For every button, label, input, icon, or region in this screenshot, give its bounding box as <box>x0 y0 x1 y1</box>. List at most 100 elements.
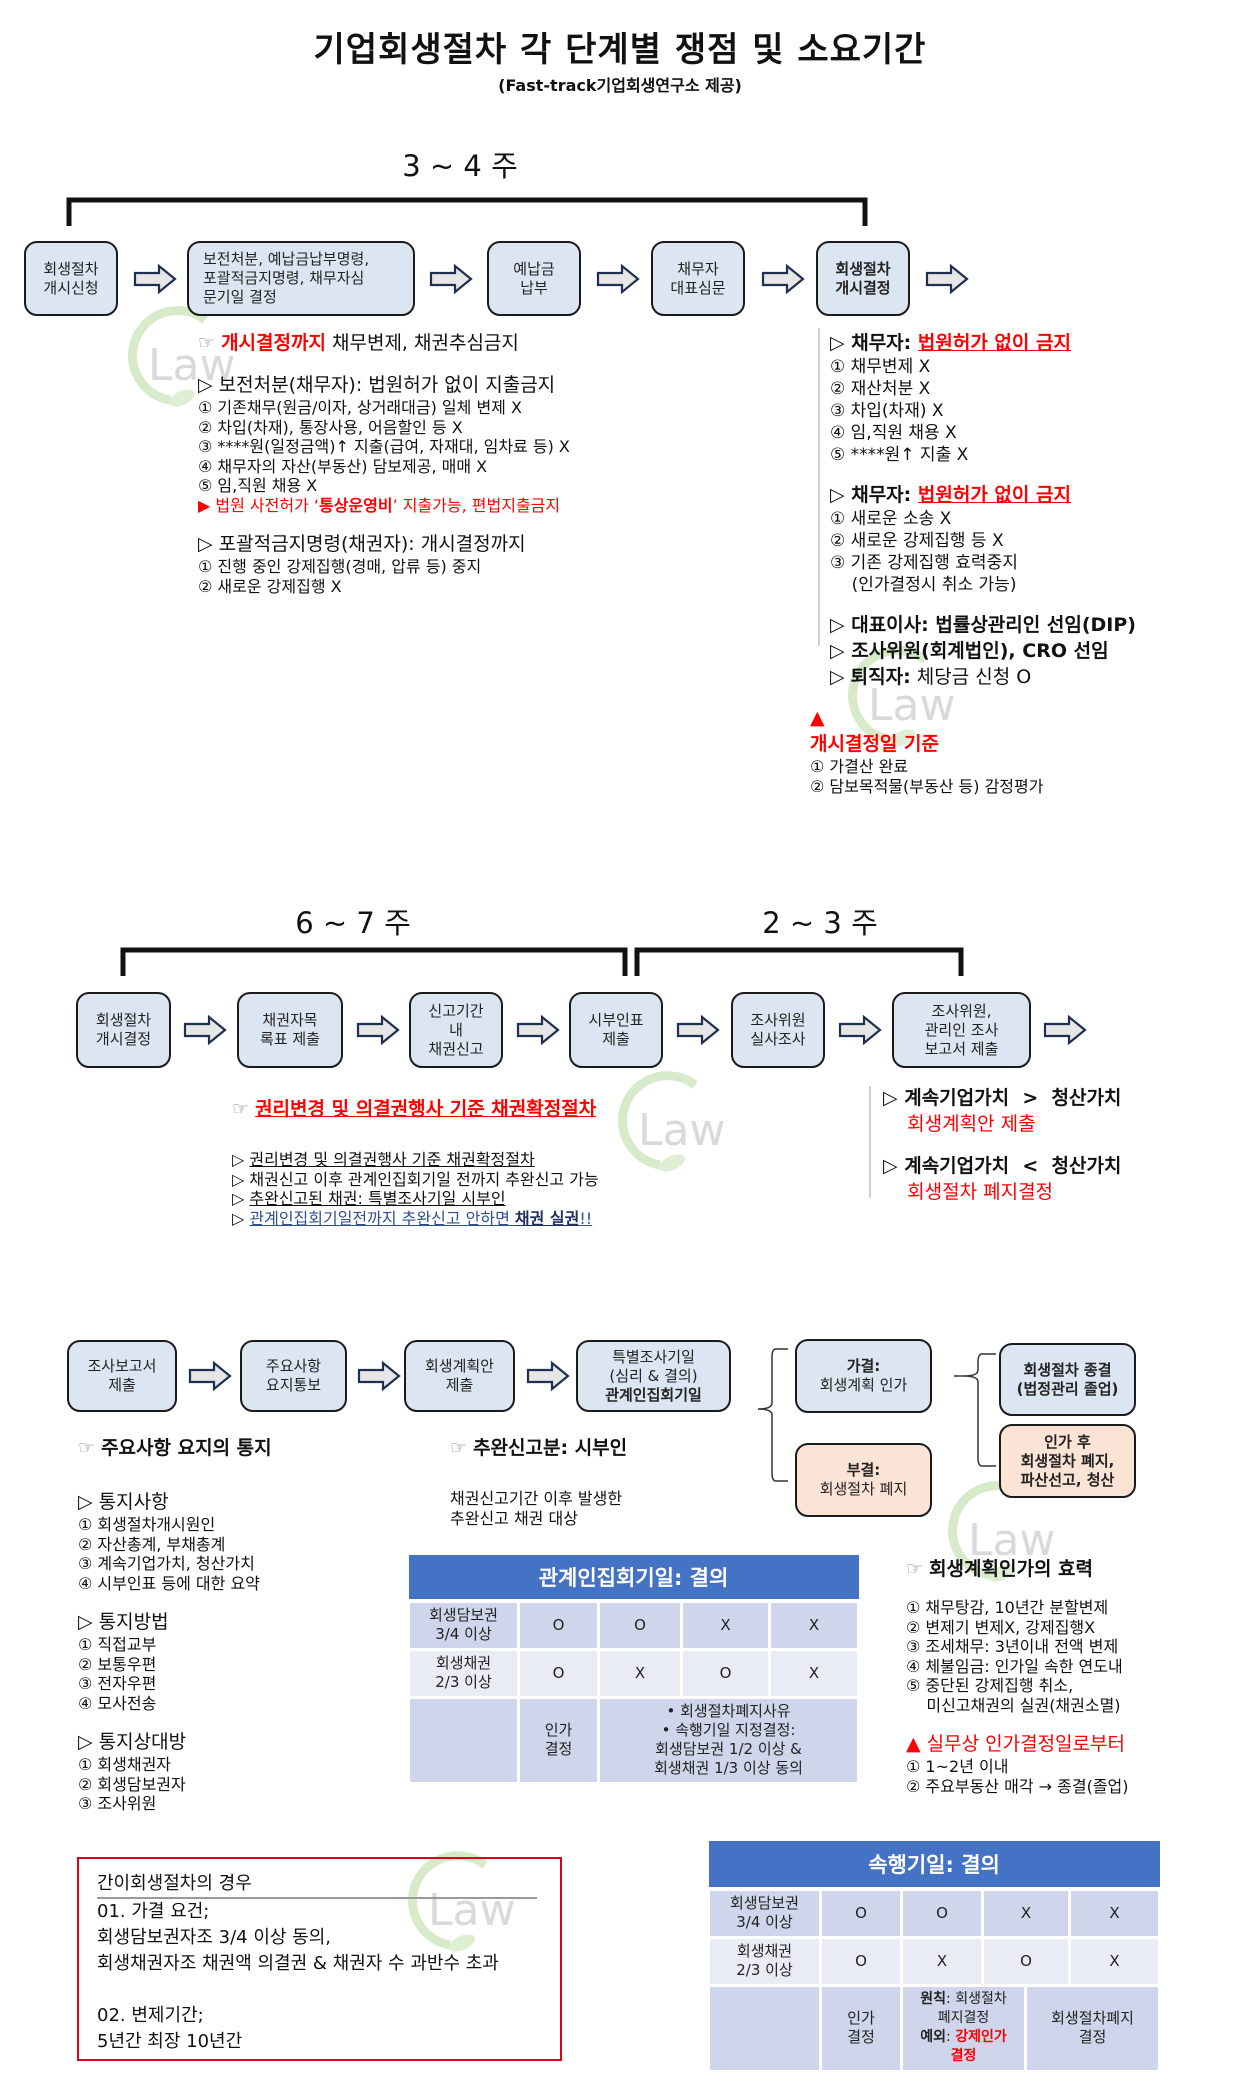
svg-text:Law: Law <box>638 1105 725 1156</box>
note-text: ④ 시부인표 등에 대한 요약 <box>78 1573 260 1593</box>
note-item: ② 변제기 변제X, 강제집행X <box>906 1618 1129 1638</box>
note-text: ▷ <box>830 666 851 688</box>
note-text: ▷ 대표이사: 법률상관리인 선임(DIP) <box>830 614 1136 636</box>
note-text: ▷ <box>232 1208 250 1228</box>
cell: O <box>597 1599 683 1651</box>
arrow-right-icon <box>133 264 177 294</box>
note-text: 미신고채권의 실권(채권소멸) <box>906 1695 1121 1715</box>
note-item: ③ 차입(차재) X <box>830 400 1136 422</box>
spacer <box>78 1593 272 1609</box>
note-text: ▷ 포괄적금지명령(채권자): 개시결정까지 <box>198 533 526 555</box>
note-item: 추완신고 채권 대상 <box>450 1509 627 1529</box>
note-heading: 회생계획안 제출 <box>883 1111 1121 1137</box>
step-report-submission: 조사보고서 제출 <box>67 1340 177 1412</box>
note-item: ① 기존채무(원금/이자, 상거래대금) 일체 변제 X <box>198 398 570 418</box>
note-text: ▷ <box>232 1150 250 1169</box>
note-text: ③ 기존 강제집행 효력중지 <box>830 553 1018 573</box>
arrow-right-icon <box>925 264 969 294</box>
note-text: 퇴직자: <box>850 666 911 688</box>
note-item: ① 1~2년 이내 <box>906 1757 1129 1777</box>
outcome-label: 가결: <box>846 1357 881 1375</box>
note-text: ① 새로운 소송 X <box>830 509 952 529</box>
note-heading: 회생절차 폐지결정 <box>883 1179 1121 1205</box>
note-item: ③ 조세채무: 3년이내 전액 변제 <box>906 1637 1129 1657</box>
row-label: 회생채권 2/3 이상 <box>707 1935 822 1987</box>
note-text: ② 변제기 변제X, 강제집행X <box>906 1617 1096 1637</box>
note-item: ① 채무탕감, 10년간 분할변제 <box>906 1598 1129 1618</box>
note-text: 체당금 신청 O <box>910 666 1032 688</box>
note-text: ② 보통우편 <box>78 1654 157 1674</box>
note-text: ③ 조세채무: 3년이내 전액 변제 <box>906 1637 1119 1656</box>
note-text: ▷ 통지사항 <box>78 1491 169 1513</box>
note-text: ☞ <box>450 1437 474 1459</box>
principle-text: : 회생절차 폐지결정 <box>937 1991 1007 2026</box>
step-investigation-report: 조사위원, 관리인 조사 보고서 제출 <box>892 992 1031 1068</box>
note-item: ① 회생절차개시원인 <box>78 1515 272 1535</box>
note-text: 권리변경 및 의결권행사 기준 채권확정절차 <box>249 1150 535 1169</box>
note-text: ③ ****원(일정금액)↑ 지출(급여, 자재대, 임차료 등) X <box>198 437 570 456</box>
outcome-rejected: 부결: 회생절차 폐지 <box>795 1443 932 1517</box>
spacer <box>232 1122 599 1150</box>
note-heading: ▷ 퇴직자: 체당금 신청 O <box>830 664 1136 690</box>
note-text: ② 주요부동산 매각 → 종결(졸업) <box>906 1776 1129 1796</box>
page-subtitle: (Fast-track기업회생연구소 제공) <box>498 76 742 95</box>
cell: X <box>1067 1887 1162 1939</box>
note-text: ▶ 법원 사전허가 ‘ <box>198 495 319 515</box>
note-text: ① 가결산 완료 <box>810 757 909 776</box>
note-item: ④ 임,직원 채용 X <box>830 422 1136 444</box>
step-commencement-decision: 회생절차 개시결정 <box>76 992 171 1068</box>
note-item: ③ 전자우편 <box>78 1674 272 1694</box>
note-text: 채권 실권 <box>514 1208 580 1228</box>
simple-box-line: 5년간 최장 10년간 <box>97 2031 243 2052</box>
arrow-right-icon <box>183 1015 227 1045</box>
note-item: ① 채무변제 X <box>830 356 1136 378</box>
outcome-text: 회생계획 인가 <box>819 1376 908 1394</box>
step-claim-filing: 신고기간 내 채권신고 <box>409 992 503 1068</box>
arrow-right-icon <box>356 1015 400 1045</box>
note-text: ② 새로운 강제집행 X <box>198 576 342 596</box>
note-text: ’ 지출가능, 편법지출금지 <box>392 495 561 515</box>
note-item: ① 가결산 완료 <box>810 757 1043 777</box>
note-heading: ☞ 권리변경 및 의결권행사 기준 채권확정절차 <box>232 1096 599 1122</box>
spacer <box>906 1715 1129 1731</box>
simple-box-line: 01. 가결 요건; <box>97 1901 210 1922</box>
stage1-bracket <box>66 197 868 226</box>
note-text: ① 1~2년 이내 <box>906 1757 1009 1776</box>
table-row: 회생담보권 3/4 이상 O O X X <box>707 1887 1162 1939</box>
note-item: ① 진행 중인 강제집행(경매, 압류 등) 중지 <box>198 557 570 577</box>
note-item: ⑤ ****원↑ 지출 X <box>830 444 1136 466</box>
note-item: ② 주요부동산 매각 → 종결(졸업) <box>906 1777 1129 1797</box>
note-text: 추완신고된 채권: 특별조사기일 시부인 <box>249 1189 506 1208</box>
note-text: ② 자산총계, 부채총계 <box>78 1534 226 1554</box>
spacer <box>830 596 1136 612</box>
bullet: • 회생절차폐지사유 <box>666 1702 791 1720</box>
cell: O <box>517 1599 600 1651</box>
stage2-duration-a: 6 ~ 7 주 <box>295 906 411 940</box>
spacer <box>450 1461 627 1489</box>
outcome-text: 회생절차 폐지 <box>819 1480 908 1498</box>
note-item: ② 보통우편 <box>78 1655 272 1675</box>
outcome-case-closed: 회생절차 종결 (법정관리 졸업) <box>999 1343 1136 1416</box>
simple-box-line: 02. 변제기간; <box>97 2005 204 2026</box>
arrow-right-icon <box>188 1361 232 1391</box>
table-row: 회생채권 2/3 이상 O X O X <box>407 1647 861 1699</box>
note-text: 개시결정일 기준 <box>810 733 939 755</box>
step-label-bold: 관계인집회기일 <box>605 1385 702 1404</box>
note-text: ▷ 채무자: <box>830 332 918 354</box>
simple-rehab-box: 간이회생절차의 경우 01. 가결 요건; 회생담보권자조 3/4 이상 동의,… <box>77 1857 562 2061</box>
simple-box-heading: 간이회생절차의 경우 <box>97 1871 537 1899</box>
note-item: ③ 기존 강제집행 효력중지 <box>830 552 1136 574</box>
note-text: ▷ 채권신고 이후 관계인집회기일 전까지 추완신고 가능 <box>232 1169 599 1189</box>
exception-text: 강제인가 결정 <box>950 2029 1007 2064</box>
cell: X <box>597 1647 683 1699</box>
note-item: ③ 계속기업가치, 청산가치 <box>78 1554 272 1574</box>
step-claim-review: 시부인표 제출 <box>569 992 663 1068</box>
cell: O <box>981 1935 1071 1987</box>
table-row: 회생채권 2/3 이상 O X O X <box>707 1935 1162 1987</box>
note-text: ② 차입(차재), 통장사용, 어음할인 등 X <box>198 417 463 437</box>
note-text: 추완신고분: 시부인 <box>473 1437 628 1459</box>
cell: X <box>680 1599 771 1651</box>
note-item: ③ 조사위원 <box>78 1794 272 1814</box>
